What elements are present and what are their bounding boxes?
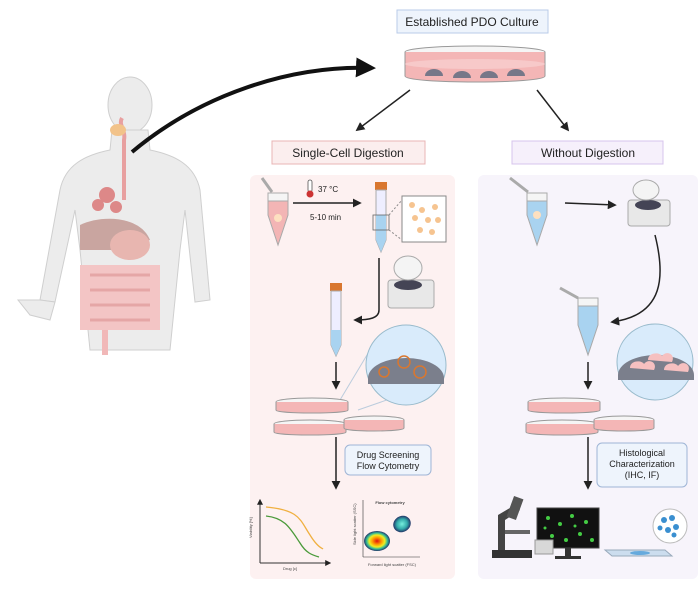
dose-ylabel: Viability [%] <box>248 517 253 538</box>
thermometer-icon <box>306 179 314 198</box>
assay-box-right <box>596 442 688 488</box>
assay-box-left <box>344 444 432 476</box>
centrifuge-icon <box>627 179 671 227</box>
digestive-tract-icon <box>80 117 160 355</box>
cell-population <box>364 531 390 551</box>
falcon-tube-icon <box>372 182 390 254</box>
petri-dish-icon <box>273 397 405 436</box>
cell-population <box>393 515 411 533</box>
assay-line: Histological <box>619 448 665 458</box>
assay-line: Characterization <box>609 459 675 469</box>
microtube-icon <box>509 176 548 247</box>
microscope-icon <box>492 495 532 558</box>
petri-dish-icon <box>404 45 546 83</box>
flow-ylabel: Side light scatter (SSC) <box>352 503 357 545</box>
dose-xlabel: Drug [c] <box>283 566 297 571</box>
petri-dish-icon <box>525 397 655 436</box>
falcon-tube-icon <box>330 283 342 358</box>
curve-green <box>265 515 320 558</box>
assay-line: Flow Cytometry <box>357 461 420 471</box>
dose-response-plot: Viability [%] Drug [c] <box>248 498 332 571</box>
flow-cytometry-plot: Flow cytometry Side light scatter (SSC) … <box>352 500 420 567</box>
right-branch-title: Without Digestion <box>541 146 635 160</box>
right-branch-box <box>511 140 664 165</box>
left-branch-box <box>271 140 426 165</box>
microtube-icon <box>559 286 599 357</box>
arrow-to-culture <box>130 57 376 154</box>
slide-icon <box>603 508 688 557</box>
title-box: Established PDO Culture <box>396 9 549 34</box>
cell-zoom-inset <box>388 195 447 243</box>
temperature-label: 37 °C <box>318 185 338 194</box>
organoid-zoom-inset <box>339 324 447 411</box>
assay-line: (IHC, IF) <box>625 470 660 480</box>
microtube-icon <box>260 177 289 247</box>
title-text: Established PDO Culture <box>405 15 539 29</box>
monitor-icon <box>534 507 600 559</box>
centrifuge-icon <box>387 255 435 309</box>
flow-xlabel: Forward light scatter (FSC) <box>368 562 417 567</box>
left-branch-title: Single-Cell Digestion <box>292 146 403 160</box>
duration-label: 5-10 min <box>310 213 341 222</box>
organoid-zoom-inset <box>616 323 694 401</box>
flow-title: Flow cytometry <box>375 500 405 505</box>
assay-line: Drug Screening <box>357 450 420 460</box>
curve-orange <box>265 506 324 550</box>
